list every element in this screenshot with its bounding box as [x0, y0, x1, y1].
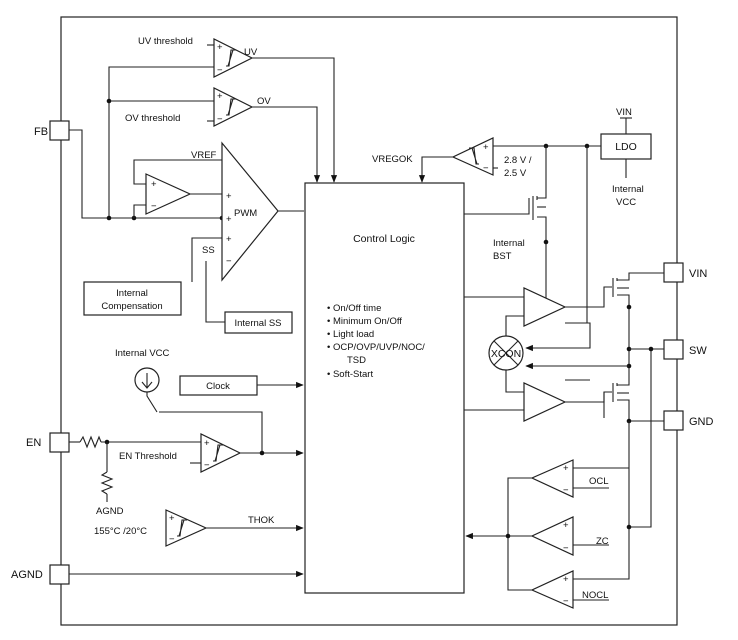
- pin-vin: VIN: [663, 262, 707, 283]
- pin-fb-label: FB: [34, 126, 48, 138]
- svg-text:−: −: [217, 114, 223, 125]
- ov-comparator: + − OV OV threshold: [125, 87, 321, 183]
- svg-text:+: +: [226, 191, 232, 202]
- feature-1: • On/Off time: [327, 303, 381, 314]
- pin-agnd: AGND: [11, 564, 70, 585]
- high-side-driver: [464, 286, 612, 327]
- pin-agnd-label: AGND: [11, 569, 43, 581]
- internal-compensation-block: Internal Compensation: [83, 281, 182, 316]
- ocl-comparator: + − OCL: [530, 459, 629, 498]
- svg-text:−: −: [226, 256, 232, 267]
- svg-text:+: +: [563, 463, 569, 474]
- control-logic-block: Control Logic • On/Off time • Minimum On…: [304, 182, 465, 594]
- nocl-comparator: + − NOCL: [530, 570, 609, 609]
- svg-text:−: −: [563, 596, 569, 607]
- internal-bst-1: Internal: [493, 238, 525, 249]
- error-amplifier: + − VREF: [133, 150, 222, 218]
- uv-label: UV: [244, 47, 258, 58]
- svg-text:+: +: [217, 91, 223, 102]
- low-side-driver: [464, 382, 612, 422]
- ldo-out-2: VCC: [616, 197, 636, 208]
- pin-sw-label: SW: [689, 345, 707, 357]
- temp-label: 155°C /20°C: [94, 526, 147, 537]
- ocl-label: OCL: [589, 476, 609, 487]
- en-comparator: + − EN Threshold: [119, 433, 304, 473]
- vreg-value-1: 2.8 V /: [504, 155, 532, 166]
- low-side-fet: [525, 346, 664, 424]
- pin-en-label: EN: [26, 437, 41, 449]
- svg-text:LDO: LDO: [615, 141, 637, 153]
- thok-label: THOK: [248, 515, 275, 526]
- feature-4: • OCP/OVP/UVP/NOC/: [327, 342, 425, 353]
- svg-text:+: +: [563, 520, 569, 531]
- uv-comparator: UV threshold + − UV: [138, 36, 338, 183]
- svg-text:Internal SS: Internal SS: [235, 318, 282, 329]
- svg-text:+: +: [483, 142, 489, 153]
- feature-5: TSD: [347, 355, 366, 366]
- svg-text:−: −: [151, 201, 157, 212]
- pwm-comparator: + + + − PWM SS: [191, 141, 304, 323]
- internal-bst-2: BST: [493, 251, 512, 262]
- ldo-block: VIN LDO Internal VCC: [600, 107, 652, 208]
- pin-en: EN: [26, 432, 70, 453]
- ov-threshold-label: OV threshold: [125, 113, 180, 124]
- svg-text:+: +: [169, 513, 175, 524]
- internal-vcc-label: Internal VCC: [115, 348, 170, 359]
- control-logic-title: Control Logic: [353, 233, 415, 245]
- xcon-label: XCON: [491, 348, 521, 360]
- svg-text:Compensation: Compensation: [101, 301, 162, 312]
- xcon-block: XCON: [488, 315, 524, 393]
- feature-2: • Minimum On/Off: [327, 316, 402, 327]
- svg-text:Internal: Internal: [116, 288, 148, 299]
- svg-text:+: +: [151, 179, 157, 190]
- vreg-value-2: 2.5 V: [504, 168, 527, 179]
- svg-text:+: +: [563, 574, 569, 585]
- internal-ss-block: Internal SS: [224, 311, 293, 334]
- svg-text:−: −: [563, 485, 569, 496]
- pin-sw: SW: [663, 339, 707, 360]
- en-chain: AGND: [69, 435, 201, 517]
- svg-text:+: +: [204, 438, 210, 449]
- pin-vin-label: VIN: [689, 268, 707, 280]
- svg-text:−: −: [169, 534, 175, 545]
- sense-rails: [572, 346, 654, 580]
- en-threshold-label: EN Threshold: [119, 451, 177, 462]
- vregok-comparator: + − VREGOK 2.8 V / 2.5 V: [372, 137, 601, 183]
- vin-top-label: VIN: [616, 107, 632, 118]
- svg-text:−: −: [204, 460, 210, 471]
- pwm-label: PWM: [234, 208, 257, 219]
- zc-comparator: + − ZC: [530, 516, 609, 556]
- protection-bus: [465, 477, 532, 591]
- svg-text:+: +: [226, 234, 232, 245]
- nocl-label: NOCL: [582, 590, 608, 601]
- agnd-small-label: AGND: [96, 506, 124, 517]
- svg-text:Clock: Clock: [206, 381, 230, 392]
- zc-label: ZC: [596, 536, 609, 547]
- svg-text:+: +: [226, 214, 232, 225]
- ldo-out-1: Internal: [612, 184, 644, 195]
- svg-text:−: −: [217, 65, 223, 76]
- internal-vcc-source: Internal VCC: [115, 348, 263, 452]
- feature-3: • Light load: [327, 329, 374, 340]
- svg-text:−: −: [563, 543, 569, 554]
- feature-6: • Soft-Start: [327, 369, 373, 380]
- ss-label: SS: [202, 245, 215, 256]
- pin-fb: FB: [34, 120, 70, 141]
- pin-gnd: GND: [663, 410, 714, 431]
- high-side-fet: [525, 272, 664, 352]
- clock-block: Clock: [179, 375, 304, 396]
- vref-label: VREF: [191, 150, 217, 161]
- svg-text:−: −: [483, 163, 489, 174]
- pin-gnd-label: GND: [689, 416, 714, 428]
- vregok-label: VREGOK: [372, 154, 413, 165]
- uv-threshold-label: UV threshold: [138, 36, 193, 47]
- svg-text:+: +: [217, 42, 223, 53]
- thermal-comparator: + − 155°C /20°C THOK: [94, 509, 304, 547]
- ov-label: OV: [257, 96, 271, 107]
- bst-switch: Internal BST: [464, 146, 588, 323]
